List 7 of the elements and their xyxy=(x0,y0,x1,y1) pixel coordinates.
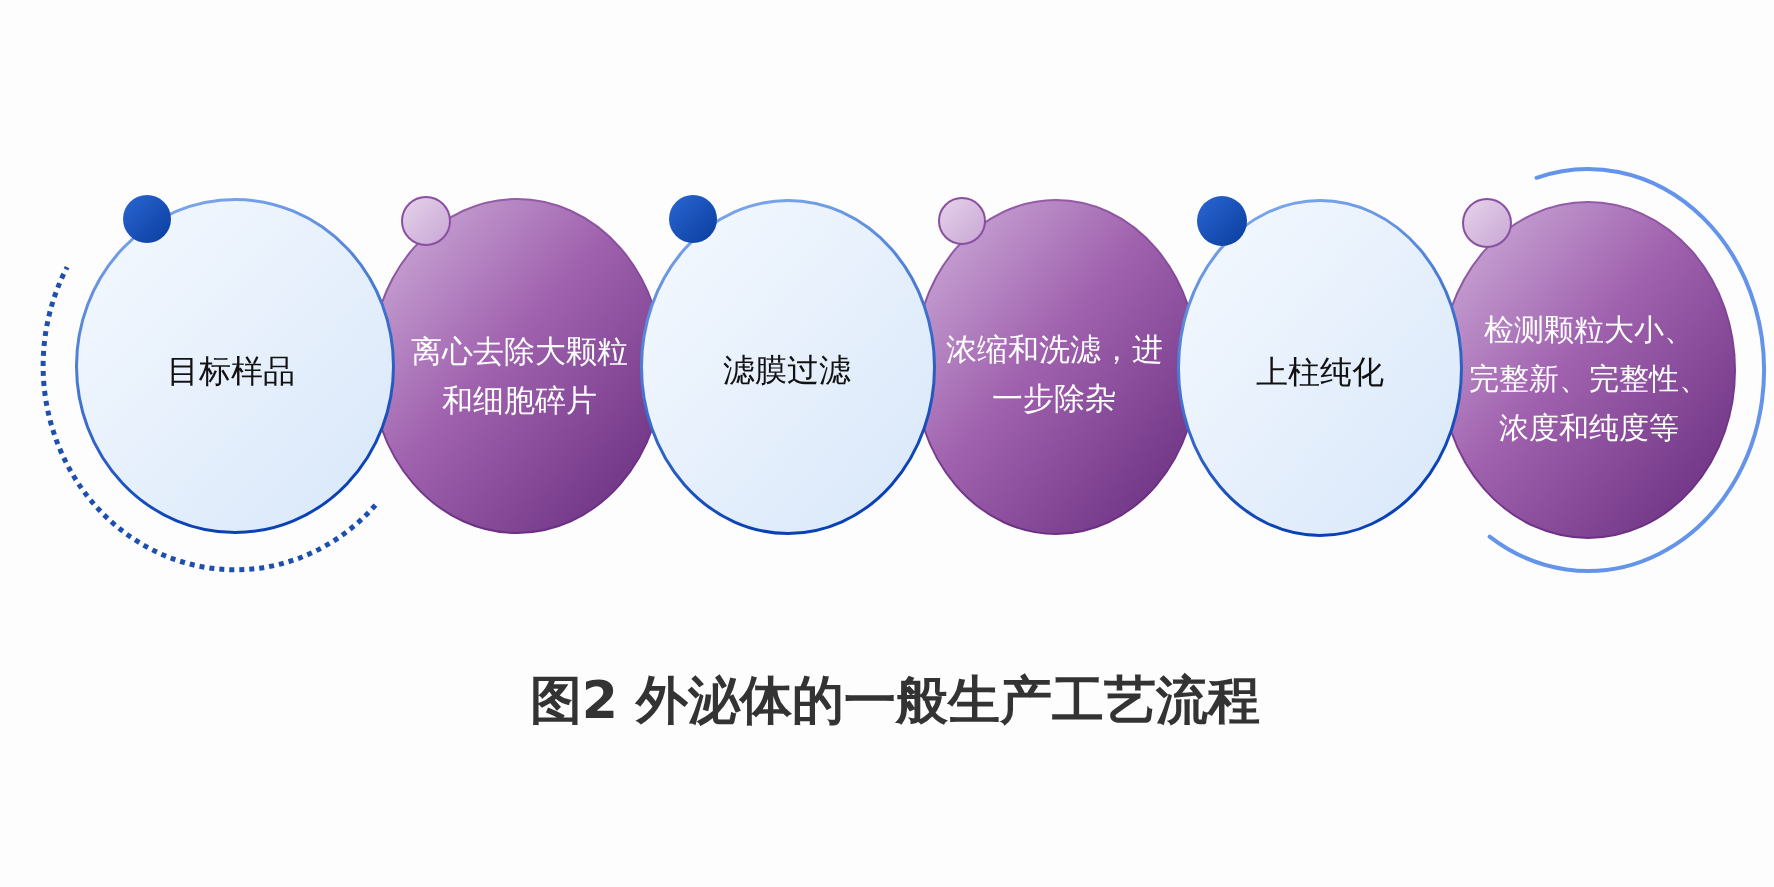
step-label: 浓缩和洗滤，进一步除杂 xyxy=(944,330,1164,418)
step-label: 目标样品 xyxy=(166,350,296,392)
step-label: 上柱纯化 xyxy=(1255,351,1385,393)
step-label: 离心去除大颗粒和细胞碎片 xyxy=(409,332,629,420)
step-label: 滤膜过滤 xyxy=(722,349,852,391)
figure-caption: 图2 外泌体的一般生产工艺流程 xyxy=(529,668,1261,732)
step-label: 检测颗粒大小、完整新、完整性、浓度和纯度等 xyxy=(1468,310,1710,447)
